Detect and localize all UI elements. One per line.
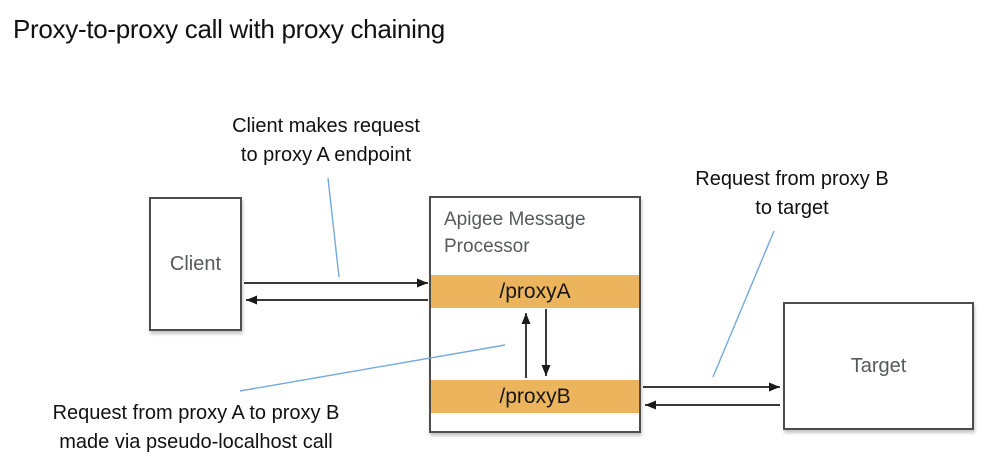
annotation-proxyb-to-target: Request from proxy B to target <box>695 168 889 219</box>
apigee-message-processor-node: Apigee Message Processor /proxyA /proxyB <box>429 196 641 433</box>
proxy-a-endpoint-bar: /proxyA <box>431 275 639 308</box>
diagram-title: Proxy-to-proxy call with proxy chaining <box>13 14 445 44</box>
proxy-b-endpoint-bar: /proxyB <box>431 380 639 413</box>
apigee-node-label: Apigee Message Processor <box>444 209 586 257</box>
proxy-b-label: /proxyB <box>499 384 571 408</box>
proxy-a-label: /proxyA <box>499 279 571 303</box>
leader-line-proxyb-to-target <box>712 230 775 378</box>
client-node-label: Client <box>169 252 222 275</box>
client-node: Client <box>149 197 242 331</box>
target-node: Target <box>783 302 974 430</box>
leader-line-client-request <box>327 177 340 278</box>
annotation-proxya-to-proxyb: Request from proxy A to proxy B made via… <box>52 402 340 453</box>
target-node-label: Target <box>850 354 907 377</box>
annotation-client-request: Client makes request to proxy A endpoint <box>232 115 420 166</box>
